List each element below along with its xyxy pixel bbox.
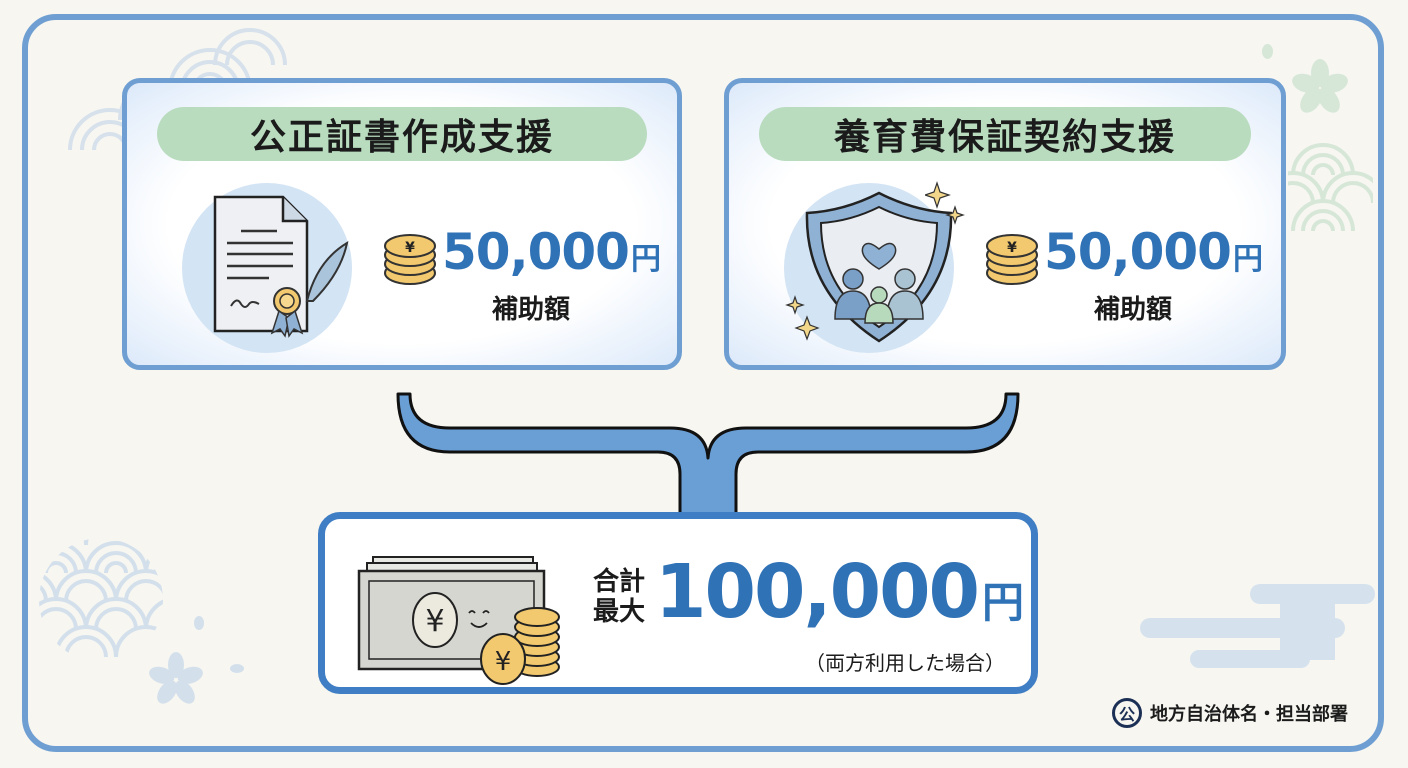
organization-name: 地方自治体名・担当部署 — [1150, 704, 1348, 725]
coin-stack-icon: ¥ — [384, 234, 436, 285]
subsidy-amount-block: ¥ 50,000円 補助額 — [382, 223, 682, 333]
sakura-petal-icon — [194, 616, 204, 630]
sakura-flower-icon — [149, 652, 203, 704]
sakura-flower-icon — [1292, 59, 1348, 113]
card-title: 養育費保証契約支援 — [759, 107, 1251, 161]
money-bills-coins-icon: ¥ ¥ — [357, 556, 560, 685]
wave-circle-pattern-icon — [39, 538, 163, 658]
sakura-petal-icon — [230, 664, 244, 673]
family-shield-icon — [805, 191, 953, 343]
subsidy-amount-label: 補助額 — [1094, 295, 1173, 325]
subsidy-amount-block: ¥ 50,000円 補助額 — [984, 223, 1284, 333]
subsidy-amount: 50,000円 — [1044, 223, 1263, 281]
svg-text:¥: ¥ — [1007, 240, 1017, 256]
certificate-document-icon — [213, 195, 349, 338]
wave-pattern-icon — [1288, 143, 1373, 232]
public-logo-icon: 公 — [1112, 698, 1142, 728]
subsidy-amount-label: 補助額 — [492, 295, 571, 325]
svg-text:¥: ¥ — [405, 240, 415, 256]
total-amount: 100,000円 — [655, 549, 1024, 635]
footer-organization: 公 地方自治体名・担当部署 — [1112, 698, 1348, 728]
card-child-support-guarantee: 養育費保証契約支援 ¥ 50,000円 補助額 — [724, 78, 1286, 370]
subsidy-amount: 50,000円 — [442, 223, 661, 281]
cloud-decoration-icon — [1140, 584, 1375, 668]
card-title: 公正証書作成支援 — [157, 107, 647, 161]
svg-text:¥: ¥ — [425, 604, 444, 639]
card-notarized-deed-support: 公正証書作成支援 ¥ 50,000円 補助額 — [122, 78, 682, 370]
total-note: （両方利用した場合） — [805, 651, 1005, 675]
coin-stack-icon: ¥ — [986, 234, 1038, 285]
merge-arrow-icon — [396, 392, 1020, 532]
total-max-label: 合計最大 — [593, 567, 646, 627]
sparkle-icon — [925, 181, 965, 225]
outer-frame — [22, 14, 1384, 752]
sakura-petal-icon — [1262, 44, 1273, 59]
sparkle-icon — [785, 295, 820, 341]
svg-text:¥: ¥ — [495, 647, 512, 677]
total-amount-box: ¥ ¥ 合計最大 100,000円 （両方利用した場合） — [318, 512, 1038, 694]
